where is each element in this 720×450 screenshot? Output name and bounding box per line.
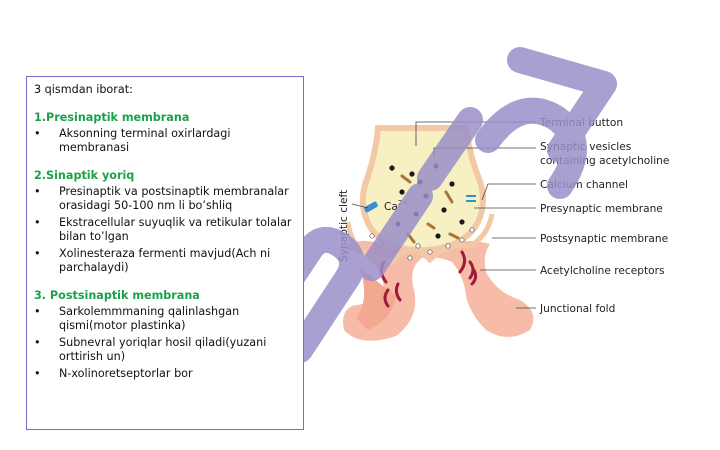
label-synaptic-vesicles: Synaptic vesicles bbox=[540, 141, 631, 153]
section-title-presynaptic: 1.Presinaptik membrana bbox=[34, 111, 190, 124]
intro-text: 3 qismdan iborat: bbox=[34, 83, 133, 96]
list-item: Xolinesteraza fermenti mavjud(Ach ni par… bbox=[34, 247, 297, 275]
label-synaptic-vesicles-cont: containing acetylcholine bbox=[540, 155, 669, 167]
list-item: Aksonning terminal oxirlardagi membranas… bbox=[34, 127, 297, 155]
list-item: Sarkolemmmaning qalinlashgan qismi(motor… bbox=[34, 305, 297, 333]
label-calcium-channel: Calcium channel bbox=[540, 179, 628, 191]
section-list-synaptic-cleft: Presinaptik va postsinaptik membranalar … bbox=[34, 185, 297, 275]
list-item: Ekstracellular suyuqlik va retikular tol… bbox=[34, 216, 297, 244]
list-item: Presinaptik va postsinaptik membranalar … bbox=[34, 185, 297, 213]
list-item: N-xolinoretseptorlar bor bbox=[34, 367, 297, 381]
label-acetylcholine-receptors: Acetylcholine receptors bbox=[540, 265, 665, 277]
label-terminal-button: Terminal button bbox=[539, 117, 623, 129]
label-presynaptic-membrane: Presynaptic membrane bbox=[540, 203, 663, 215]
label-postsynaptic-membrane: Postsynaptic membrane bbox=[540, 233, 668, 245]
label-synaptic-cleft: Synaptic cleft bbox=[338, 190, 350, 262]
content-textbox: 3 qismdan iborat: 1.Presinaptik membrana… bbox=[26, 76, 304, 430]
label-junctional-fold: Junctional fold bbox=[539, 303, 615, 315]
list-item: Subnevral yoriqlar hosil qiladi(yuzani o… bbox=[34, 336, 297, 364]
terminal-button bbox=[359, 125, 486, 254]
section-title-synaptic-cleft: 2.Sinaptik yoriq bbox=[34, 169, 135, 182]
section-list-presynaptic: Aksonning terminal oxirlardagi membranas… bbox=[34, 127, 297, 155]
section-title-postsynaptic: 3. Postsinaptik membrana bbox=[34, 289, 200, 302]
section-list-postsynaptic: Sarkolemmmaning qalinlashgan qismi(motor… bbox=[34, 305, 297, 381]
